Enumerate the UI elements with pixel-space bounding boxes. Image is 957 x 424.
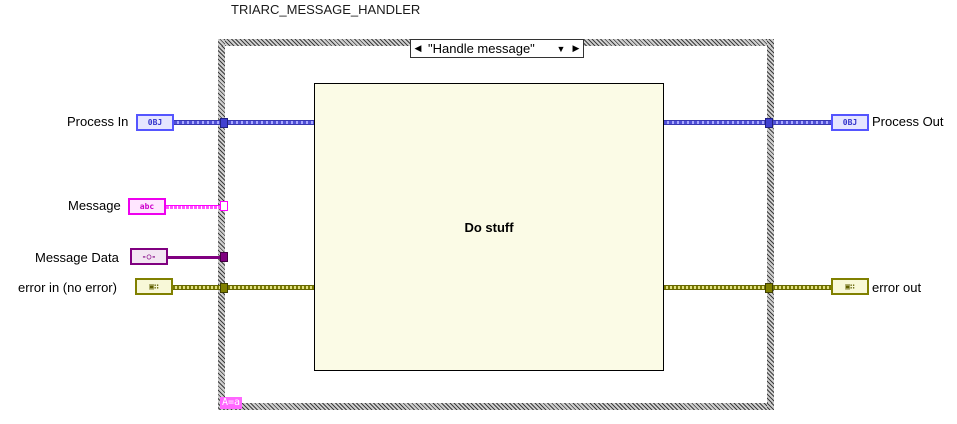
triangle-left-icon[interactable]: ◀ [414,43,422,53]
message-data-wire[interactable] [168,256,222,259]
case-selector[interactable]: ◀ "Handle message" ▼ ▶ [410,39,584,58]
process-in-wire-inner[interactable] [228,120,314,125]
process-out-wire-inner[interactable] [664,120,766,125]
do-stuff-node[interactable]: Do stuff [314,83,664,371]
string-icon: abc [139,202,155,211]
error-in-tunnel[interactable] [220,283,228,293]
error-cluster-icon: ▣∷ [845,282,855,291]
triangle-right-icon[interactable]: ▶ [572,43,580,53]
object-icon: 0BJ [842,118,858,127]
process-out-tunnel[interactable] [765,118,773,128]
process-in-terminal[interactable]: 0BJ [136,114,174,131]
case-selector-label: "Handle message" [428,41,535,56]
error-in-wire-inner[interactable] [228,285,314,290]
subdiagram-label[interactable]: A=a [220,397,243,409]
message-tunnel[interactable] [220,201,228,211]
process-out-terminal[interactable]: 0BJ [831,114,869,131]
process-in-wire-outer[interactable] [174,120,222,125]
error-out-wire-inner[interactable] [664,285,766,290]
message-terminal[interactable]: abc [128,198,166,215]
message-data-terminal[interactable]: ‐○‐ [130,248,168,265]
message-wire[interactable] [166,205,222,209]
error-out-terminal[interactable]: ▣∷ [831,278,869,295]
do-stuff-label: Do stuff [464,219,514,235]
error-out-wire-outer[interactable] [773,285,831,290]
process-out-label: Process Out [872,114,944,129]
structure-title: TRIARC_MESSAGE_HANDLER [231,2,421,17]
variant-icon: ‐○‐ [141,252,157,261]
error-in-terminal[interactable]: ▣∷ [135,278,173,295]
message-data-tunnel[interactable] [220,252,228,262]
error-in-label: error in (no error) [18,280,117,295]
message-data-label: Message Data [35,250,119,265]
process-in-tunnel[interactable] [220,118,228,128]
error-out-label: error out [872,280,922,295]
process-out-wire-outer[interactable] [773,120,831,125]
error-out-tunnel[interactable] [765,283,773,293]
process-in-label: Process In [67,114,129,129]
message-label: Message [68,198,121,213]
error-in-wire-outer[interactable] [173,285,222,290]
error-cluster-icon: ▣∷ [149,282,159,291]
object-icon: 0BJ [147,118,163,127]
triangle-down-icon[interactable]: ▼ [556,43,566,54]
